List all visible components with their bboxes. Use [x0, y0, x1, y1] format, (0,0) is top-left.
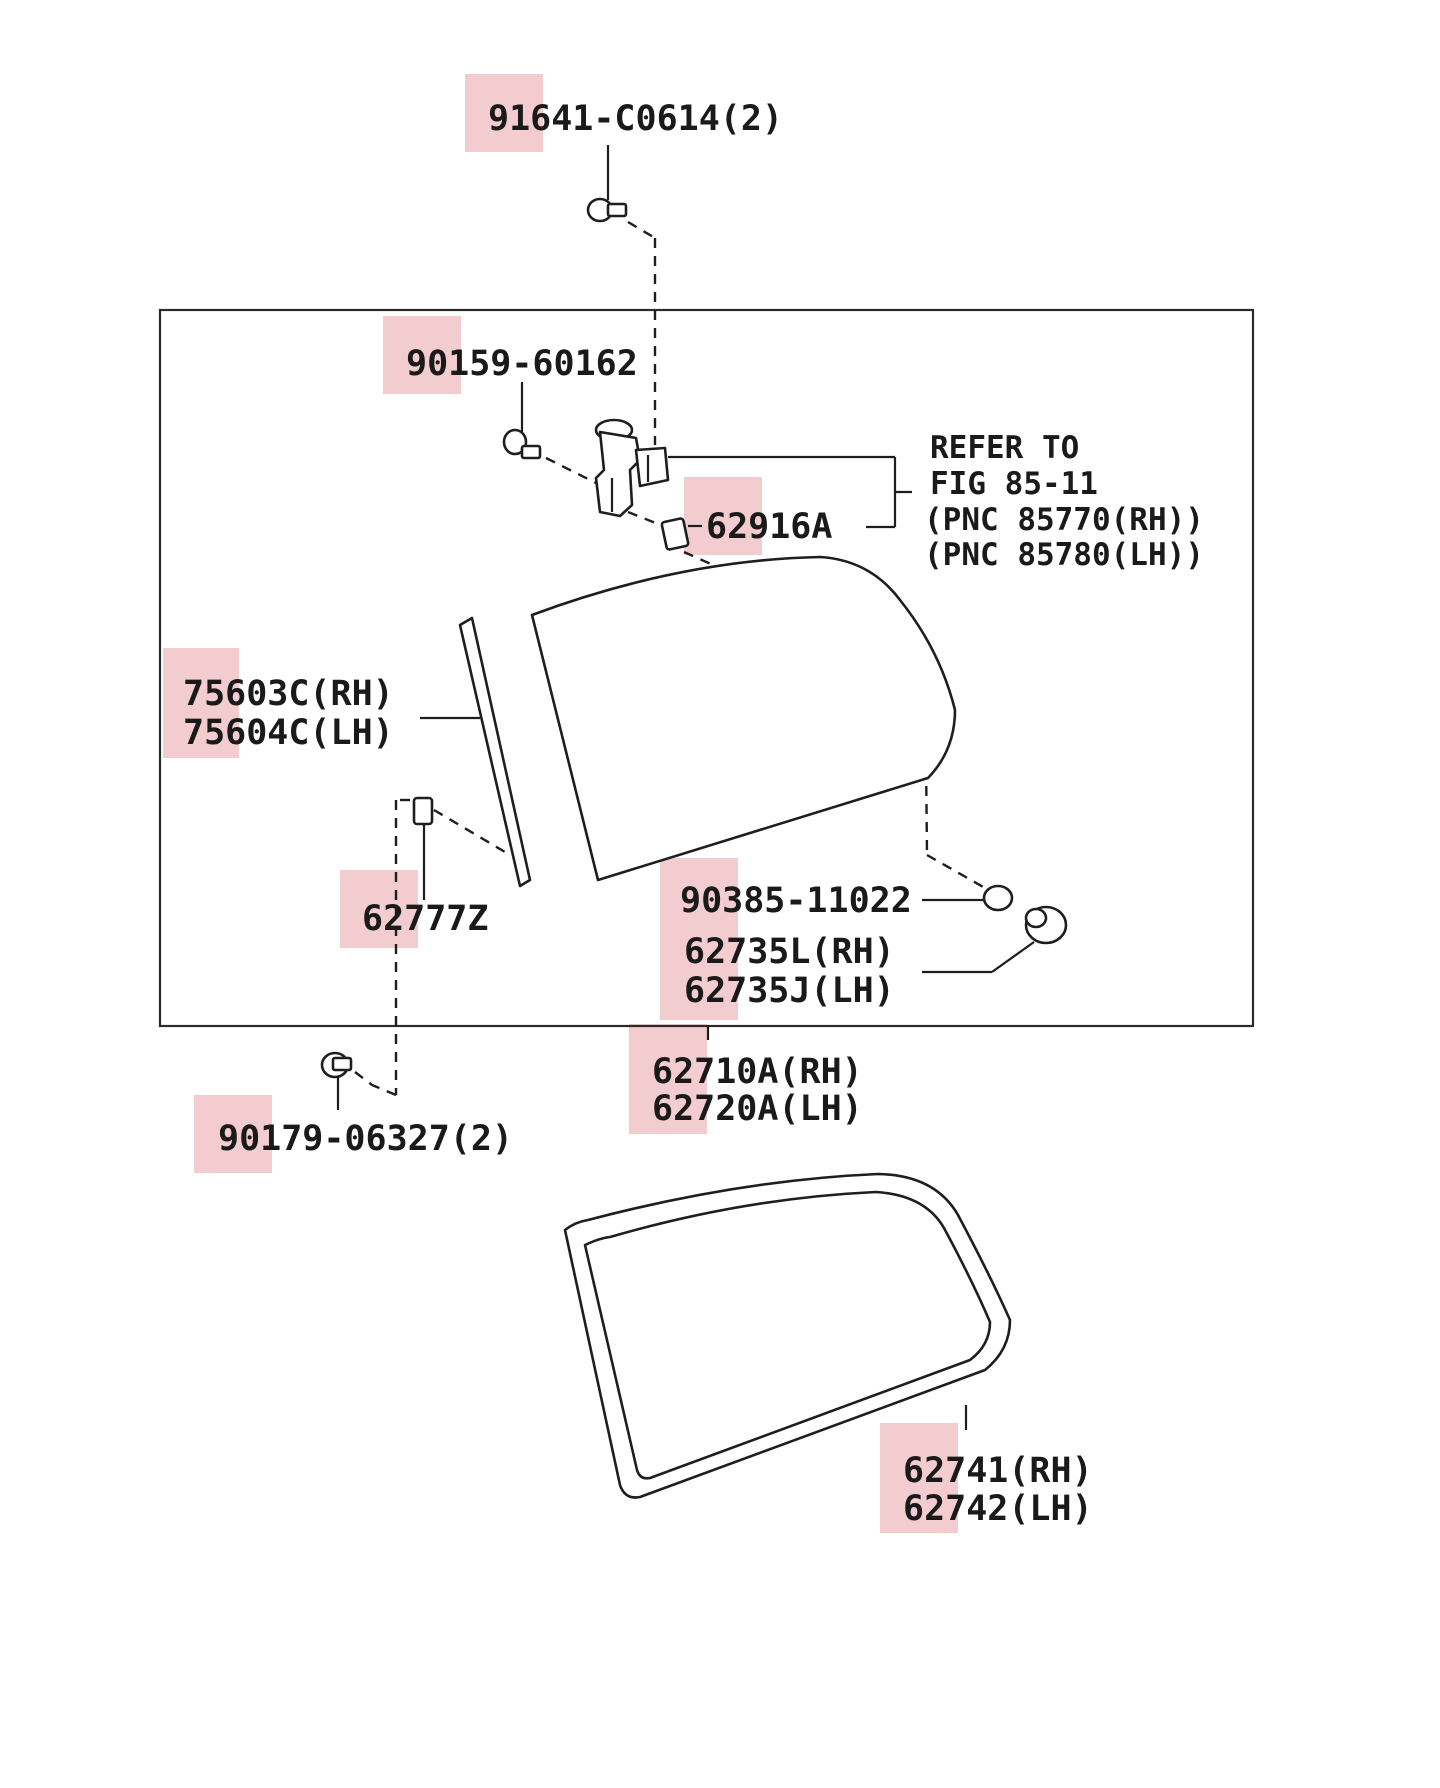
quarter-glass-panel: [530, 555, 957, 882]
label-refer-2: FIG 85-11: [930, 466, 1098, 502]
label-bolt-bottom: 90179-06327(2): [218, 1119, 513, 1159]
highlight-bolt-bottom: [194, 1095, 272, 1173]
highlight-clip-z: [340, 870, 418, 948]
bolt-top-icon: [586, 145, 657, 445]
highlight-clip-a: [684, 477, 762, 555]
label-cap-rh: 62735L(RH): [684, 932, 895, 972]
nut-icon: [922, 884, 1014, 912]
assembly-frame: [158, 308, 1255, 1028]
label-weather-lh: 62742(LH): [903, 1489, 1093, 1529]
highlight-bolt-top: [465, 74, 543, 152]
cap-icon: [922, 905, 1068, 974]
label-clip-a: 62916A: [706, 507, 832, 547]
label-refer-1: REFER TO: [930, 430, 1079, 466]
highlight-screw-inner: [383, 316, 461, 394]
label-clip-z: 62777Z: [362, 899, 488, 939]
label-cap-lh: 62735J(LH): [684, 971, 895, 1011]
label-molding-rh: 75603C(RH): [183, 674, 394, 714]
highlight-weatherstrip: [880, 1423, 958, 1533]
weatherstrip-icon: [563, 1172, 1012, 1499]
label-molding-lh: 75604C(LH): [183, 713, 394, 753]
label-weather-rh: 62741(RH): [903, 1451, 1093, 1491]
label-glass-lh: 62720A(LH): [652, 1089, 863, 1129]
bolt-bottom-icon: [320, 1051, 373, 1110]
highlight-molding: [163, 648, 239, 758]
label-refer-4: (PNC 85780(LH)): [924, 537, 1204, 573]
hinge-bracket-icon: [594, 418, 670, 530]
label-refer-3: (PNC 85770(RH)): [924, 502, 1204, 538]
highlight-tags: [163, 74, 958, 1533]
clip-z-icon: [371, 796, 506, 1097]
label-nut: 90385-11022: [680, 881, 912, 921]
highlight-glass: [629, 1024, 707, 1134]
highlight-nut-cap: [660, 858, 738, 1020]
label-glass-rh: 62710A(RH): [652, 1052, 863, 1092]
label-bolt-top: 91641-C0614(2): [488, 99, 783, 139]
label-screw-inner: 90159-60162: [406, 344, 638, 384]
refer-bracket: [668, 455, 912, 529]
side-molding-icon: [420, 616, 532, 888]
screw-inner-icon: [502, 382, 601, 487]
